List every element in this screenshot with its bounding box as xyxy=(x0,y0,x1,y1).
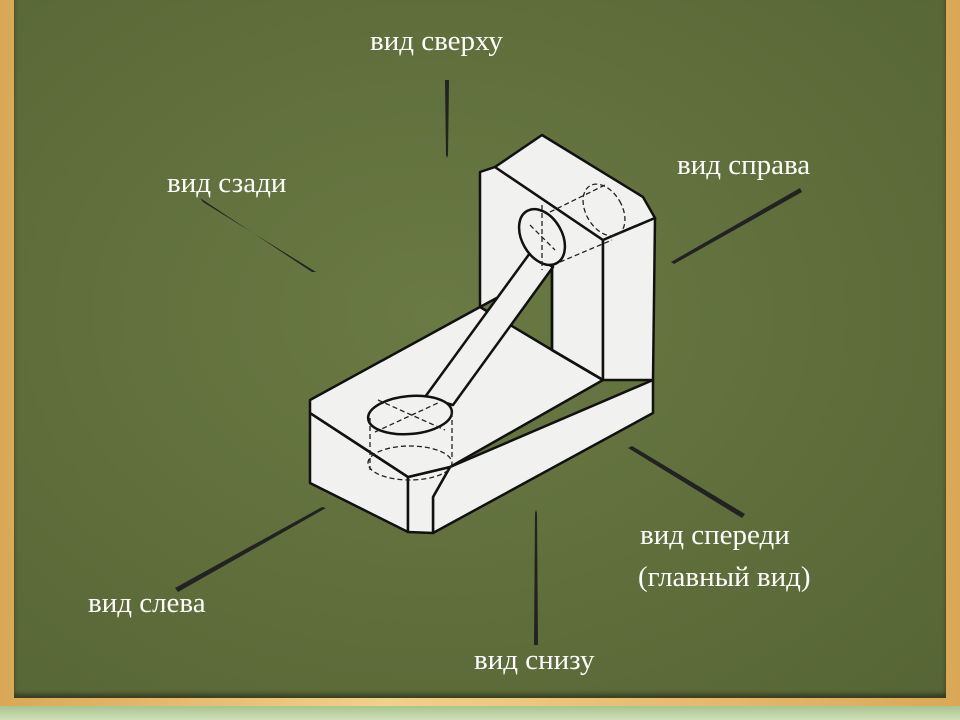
edge-line xyxy=(551,348,604,382)
label-bottom-view: вид снизу xyxy=(474,644,595,676)
label-top-view: вид сверху xyxy=(370,25,503,57)
edge-line xyxy=(309,411,409,479)
label-front-view: вид спереди xyxy=(640,519,790,551)
label-main-view: (главный вид) xyxy=(638,561,811,593)
arrow-left xyxy=(175,507,326,592)
hidden-lines xyxy=(367,183,626,481)
label-right-view: вид справа xyxy=(677,149,811,181)
arrow-front xyxy=(628,446,745,518)
arrow-top xyxy=(445,80,449,158)
arrow-right xyxy=(671,188,802,264)
bottom-strip xyxy=(0,706,960,720)
plate-top-face xyxy=(493,133,657,242)
label-back-view: вид сзади xyxy=(167,167,287,199)
label-left-view: вид слева xyxy=(88,587,206,619)
arrow-back xyxy=(200,198,316,272)
arrows xyxy=(175,80,802,645)
plate-right-face xyxy=(601,216,657,382)
arrow-bottom xyxy=(534,510,538,645)
